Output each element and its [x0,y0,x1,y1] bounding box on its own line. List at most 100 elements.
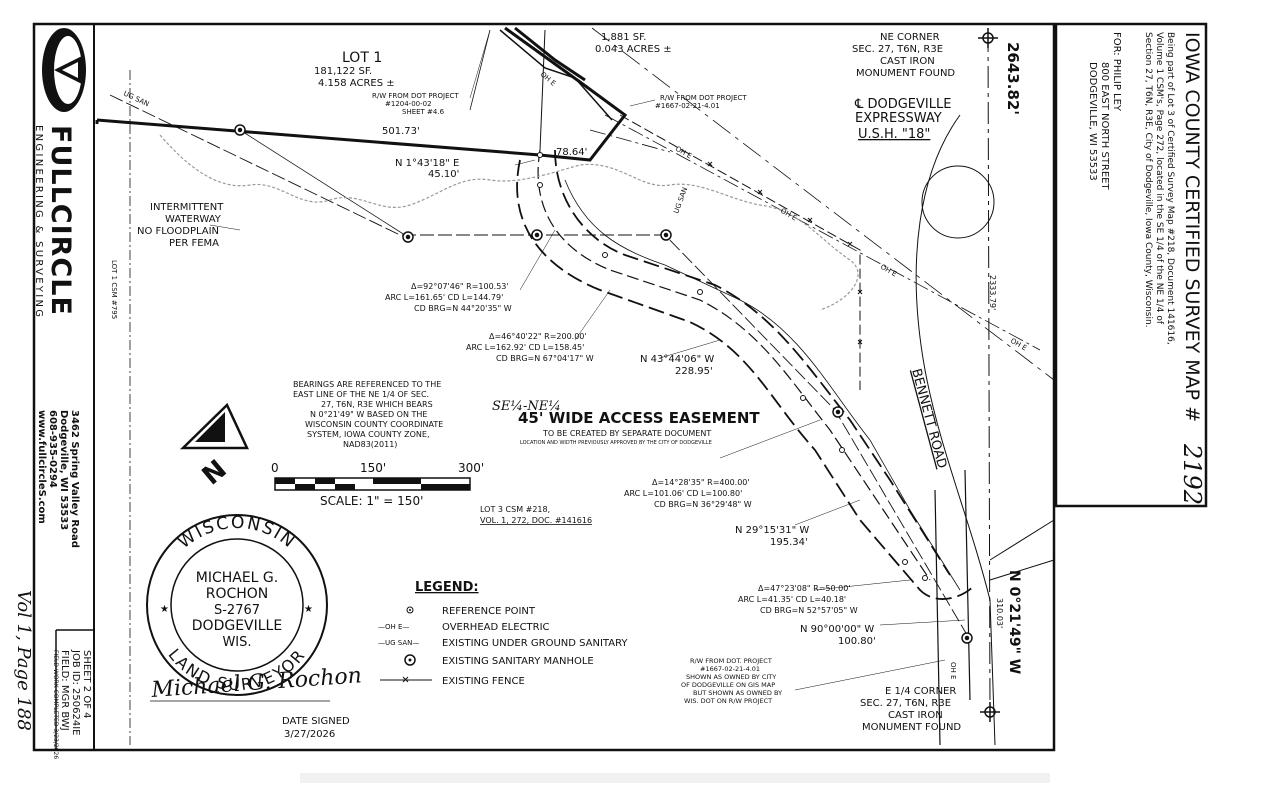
bearings-5: WISCONSIN COUNTY COORDINATE [305,420,443,429]
bearings-4: N 0°21'49" W BASED ON THE [310,410,427,419]
curve3-b: ARC L=101.06' CD L=100.80' [624,489,742,498]
easement-east-edge [554,149,951,576]
bearing-3-dist: 195.34' [770,537,808,548]
scale-0: 0 [271,461,279,475]
bearing-4: N 90°00'00" W [800,624,874,635]
e-corner-1: E 1/4 CORNER [885,686,956,697]
legend-ug-symbol: —UG SAN— [378,639,419,647]
bearing-1-dist: 45.10' [428,169,459,180]
expressway-1: ℄ DODGEVILLE [854,97,951,112]
firm-phone: 608-935-0294 [47,410,58,488]
dim-501: 501.73' [382,126,420,137]
bennett-road: BENNETT ROAD [908,367,949,470]
legend-title: LEGEND: [415,580,479,595]
seal-license: S-2767 [214,603,260,618]
scale-300: 300' [458,461,484,475]
waterway-4: PER FEMA [169,238,219,249]
csm-desc2: Volume 1 CSM's, Page 272, located in the… [1154,32,1164,325]
bearing-1: N 1°43'18" E [395,158,459,169]
seal-inner-ring [170,538,304,672]
csm-desc1: Being part of Lot 3 of Certified Survey … [1165,32,1175,345]
csm-desc3: Section 27, T6N, R3E, City of Dodgeville… [1143,32,1153,328]
bearings-2: EAST LINE OF THE NE 1/4 OF SEC. [293,390,429,399]
ne-corner-1: NE CORNER [880,32,940,43]
bearings-7: NAD83(2011) [343,440,397,449]
curve4-a: Δ=47°23'08" R=50.00' [758,584,851,593]
firm-address2: Dodgeville, WI 53533 [58,410,69,530]
dim-7864: 78.64' [556,147,587,158]
handwritten-note-group: Vol 1, Page 188 [13,590,34,731]
bearing-4-dist: 100.80' [838,636,876,647]
scale-bar: 0 150' 300' SCALE: 1" = 150' [271,461,484,508]
curve2-a: Δ=46°40'22" R=200.00' [489,332,587,341]
lot3-1: LOT 3 CSM #218, [480,505,550,514]
rw3-e: BUT SHOWN AS OWNED BY [693,689,782,697]
seal-star-right-icon: ★ [304,604,313,615]
title-block-border [1054,22,1208,508]
legend-item-5: EXISTING FENCE [442,676,525,687]
ohe-tag-6: OH E [949,662,957,679]
seal-star-left-icon: ★ [160,604,169,615]
surveyor-seal: WISCONSIN LAND SURVEYOR ★ ★ MICHAEL G. R… [146,513,363,740]
bearing-3: N 29°15'31" W [735,525,809,536]
dist-2333: 2333.79' [988,275,997,310]
ohe-tag-3: OH E [879,263,898,279]
easement-note: LOCATION AND WIDTH PREVIOUSLY APPROVED B… [520,440,712,446]
lot1-boundary [96,26,628,162]
top-sf: 1,881 SF. [601,32,646,43]
se-ne-label: SE¼-NE¼ [492,399,561,414]
seal-state-abbr: WIS. [222,635,251,650]
bearings-1: BEARINGS ARE REFERENCED TO THE [293,380,441,389]
e-corner-3: CAST IRON [888,710,943,721]
lot1-csm-label: LOT 1 CSM #795 [110,260,118,319]
curve4-b: ARC L=41.35' CD L=40.18' [738,595,846,604]
rw3-c: SHOWN AS OWNED BY CITY [686,673,776,681]
expressway-2: EXPRESSWAY [855,111,942,126]
handwritten-volume: Vol 1, Page 188 [13,590,34,731]
fence-line [619,114,861,390]
firm-logo [42,28,86,112]
legend-item-4: EXISTING SANITARY MANHOLE [442,656,594,667]
curve2-c: CD BRG=N 67°04'17" W [496,354,594,363]
curve1-c: CD BRG=N 44°20'35" W [414,304,512,313]
ohe-tag-5: OH E [674,145,693,161]
rw2-a: R/W FROM DOT PROJECT [660,94,747,102]
top-ac: 0.043 ACRES ± [595,44,672,55]
rw3-a: R/W FROM DOT. PROJECT [690,657,772,665]
road-edge [564,179,961,591]
sheet-border [32,22,1056,752]
north-arrow-icon: N [179,402,249,491]
lot1-sf: 181,122 SF. [314,66,372,77]
firm-address-group: 3462 Spring Valley Road Dodgeville, WI 5… [36,410,80,548]
csm-number: 2192 [1178,443,1206,505]
easement-title: 45' WIDE ACCESS EASEMENT [518,409,760,427]
waterway-line [159,134,859,311]
rw1-b: #1204-00-02 [385,100,432,108]
rw2-b: #1667-02-21-4.01 [655,102,720,110]
firm-address1: 3462 Spring Valley Road [69,410,80,548]
rw1-a: R/W FROM DOT PROJECT [372,92,459,100]
legend-ohe-symbol: —OH E— [378,623,409,631]
curve4-c: CD BRG=N 52°57'05" W [760,606,858,615]
title-group: IOWA COUNTY CERTIFIED SURVEY MAP # 2192 … [1087,32,1206,505]
seal-name1: MICHAEL G. [196,570,278,586]
seal-city: DODGEVILLE [192,618,282,634]
lot3-2: VOL. 1, 272, DOC. #141616 [480,516,592,525]
curve1-a: Δ=92°07'46" R=100.53' [411,282,509,291]
map-labels: LOT 1 181,122 SF. 4.158 ACRES ± 1,881 SF… [110,32,1028,733]
firm-subtitle: ENGINEERING & SURVEYING [33,125,44,319]
curve3-a: Δ=14°28'35" R=400.00' [652,478,750,487]
legend-item-2: OVERHEAD ELECTRIC [442,622,550,633]
dist-2643: 2643.82' [1004,42,1022,115]
firm-web: www.fullcircleS.com [36,410,47,524]
curve1-b: ARC L=161.65' CD L=144.79' [385,293,503,302]
rw3-f: WIS. DOT ON R/W PROJECT [684,697,772,705]
ne-corner-2: SEC. 27, T6N, R3E [852,44,943,55]
firm-name: FULLCIRCLE [45,125,76,316]
reference-points [537,152,928,581]
e-corner-4: MONUMENT FOUND [862,722,961,733]
seal-state: WISCONSIN [175,513,298,553]
bennett-road-west [915,114,996,746]
